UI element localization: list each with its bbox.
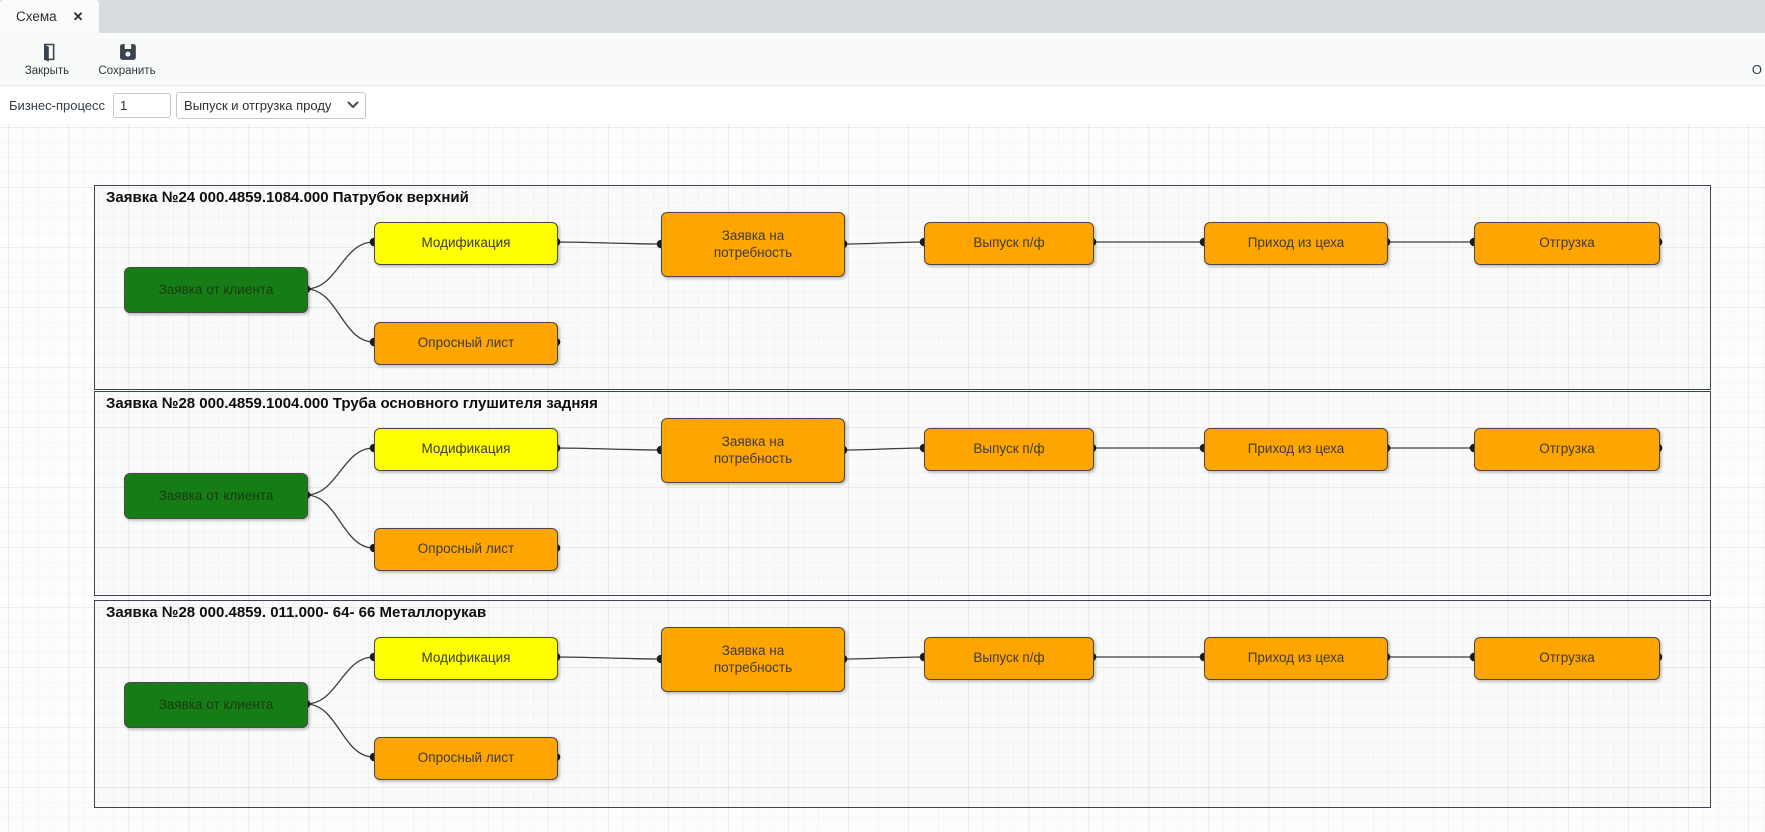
node-label: Отгрузка [1539, 235, 1595, 251]
node-label: Заявка на потребность [713, 433, 793, 466]
node-label: Выпуск п/ф [973, 235, 1045, 251]
tab-close-icon[interactable]: ✕ [72, 9, 84, 24]
node-modifikaciya[interactable]: Модификация [374, 637, 558, 680]
node-zayavka-ot-klienta[interactable]: Заявка от клиента [124, 682, 308, 728]
business-process-number-input[interactable] [113, 92, 172, 118]
node-otgruzka[interactable]: Отгрузка [1474, 428, 1660, 471]
connector-layer [301, 237, 1663, 347]
node-vypusk-pf[interactable]: Выпуск п/ф [924, 637, 1094, 680]
close-door-icon [37, 41, 58, 62]
node-label: Заявка на потребность [713, 642, 793, 675]
node-vypusk-pf[interactable]: Выпуск п/ф [924, 428, 1094, 471]
node-label: Приход из цеха [1247, 650, 1345, 666]
save-button[interactable]: Сохранить [88, 35, 166, 83]
business-process-select-value: Выпуск и отгрузка проду [184, 97, 332, 113]
lane-title: Заявка №24 000.4859.1084.000 Патрубок ве… [106, 189, 469, 206]
swimlane-request-24[interactable]: Заявка №24 000.4859.1084.000 Патрубок ве… [94, 185, 1711, 390]
toolbar-right-text: О [1751, 62, 1762, 77]
business-process-select[interactable]: Выпуск и отгрузка проду [176, 91, 367, 119]
node-zayavka-na-potrebnost[interactable]: Заявка на потребность [661, 627, 845, 692]
node-oprosnyj-list[interactable]: Опросный лист [374, 322, 558, 365]
node-label: Выпуск п/ф [973, 441, 1045, 457]
toolbar: Закрыть Сохранить О [0, 33, 1765, 86]
node-oprosnyj-list[interactable]: Опросный лист [374, 737, 558, 780]
chevron-down-icon[interactable] [341, 101, 365, 109]
node-label: Отгрузка [1539, 650, 1595, 666]
diagram-canvas: Заявка №24 000.4859.1084.000 Патрубок ве… [0, 124, 1765, 832]
node-zayavka-na-potrebnost[interactable]: Заявка на потребность [661, 212, 845, 277]
node-label: Заявка на потребность [713, 227, 793, 260]
node-label: Приход из цеха [1247, 441, 1345, 457]
node-label: Модификация [421, 441, 511, 457]
save-floppy-icon [117, 41, 138, 62]
node-label: Отгрузка [1539, 441, 1595, 457]
swimlane-request-28-truba[interactable]: Заявка №28 000.4859.1004.000 Труба основ… [94, 391, 1711, 596]
node-otgruzka[interactable]: Отгрузка [1474, 222, 1660, 265]
node-zayavka-ot-klienta[interactable]: Заявка от клиента [124, 267, 308, 313]
node-prihod-iz-ceha[interactable]: Приход из цеха [1204, 428, 1388, 471]
node-zayavka-na-potrebnost[interactable]: Заявка на потребность [661, 418, 845, 483]
node-label: Опросный лист [417, 335, 515, 351]
node-modifikaciya[interactable]: Модификация [374, 222, 558, 265]
business-process-row: Бизнес-процесс Выпуск и отгрузка проду [0, 86, 1765, 124]
lane-title: Заявка №28 000.4859. 011.000- 64- 66 Мет… [106, 604, 487, 621]
node-label: Заявка от клиента [158, 487, 274, 503]
connector-layer [301, 443, 1663, 553]
node-otgruzka[interactable]: Отгрузка [1474, 637, 1660, 680]
node-label: Заявка от клиента [158, 281, 274, 297]
save-button-label: Сохранить [98, 65, 156, 77]
node-prihod-iz-ceha[interactable]: Приход из цеха [1204, 637, 1388, 680]
node-label: Приход из цеха [1247, 235, 1345, 251]
node-label: Опросный лист [417, 750, 515, 766]
node-prihod-iz-ceha[interactable]: Приход из цеха [1204, 222, 1388, 265]
node-modifikaciya[interactable]: Модификация [374, 428, 558, 471]
tab-bar: Схема ✕ [0, 0, 1765, 33]
node-vypusk-pf[interactable]: Выпуск п/ф [924, 222, 1094, 265]
business-process-label: Бизнес-процесс [9, 97, 106, 113]
swimlane-request-28-metallorukav[interactable]: Заявка №28 000.4859. 011.000- 64- 66 Мет… [94, 600, 1711, 808]
close-button-label: Закрыть [24, 65, 70, 77]
node-label: Модификация [421, 650, 511, 666]
node-label: Заявка от клиента [158, 696, 274, 712]
connector-layer [301, 652, 1663, 762]
tab-schema[interactable]: Схема ✕ [0, 0, 99, 33]
lane-title: Заявка №28 000.4859.1004.000 Труба основ… [106, 395, 598, 412]
node-label: Опросный лист [417, 541, 515, 557]
tab-title: Схема [16, 9, 57, 24]
node-label: Выпуск п/ф [973, 650, 1045, 666]
node-label: Модификация [421, 235, 511, 251]
close-button[interactable]: Закрыть [8, 35, 86, 83]
node-zayavka-ot-klienta[interactable]: Заявка от клиента [124, 473, 308, 519]
node-oprosnyj-list[interactable]: Опросный лист [374, 528, 558, 571]
